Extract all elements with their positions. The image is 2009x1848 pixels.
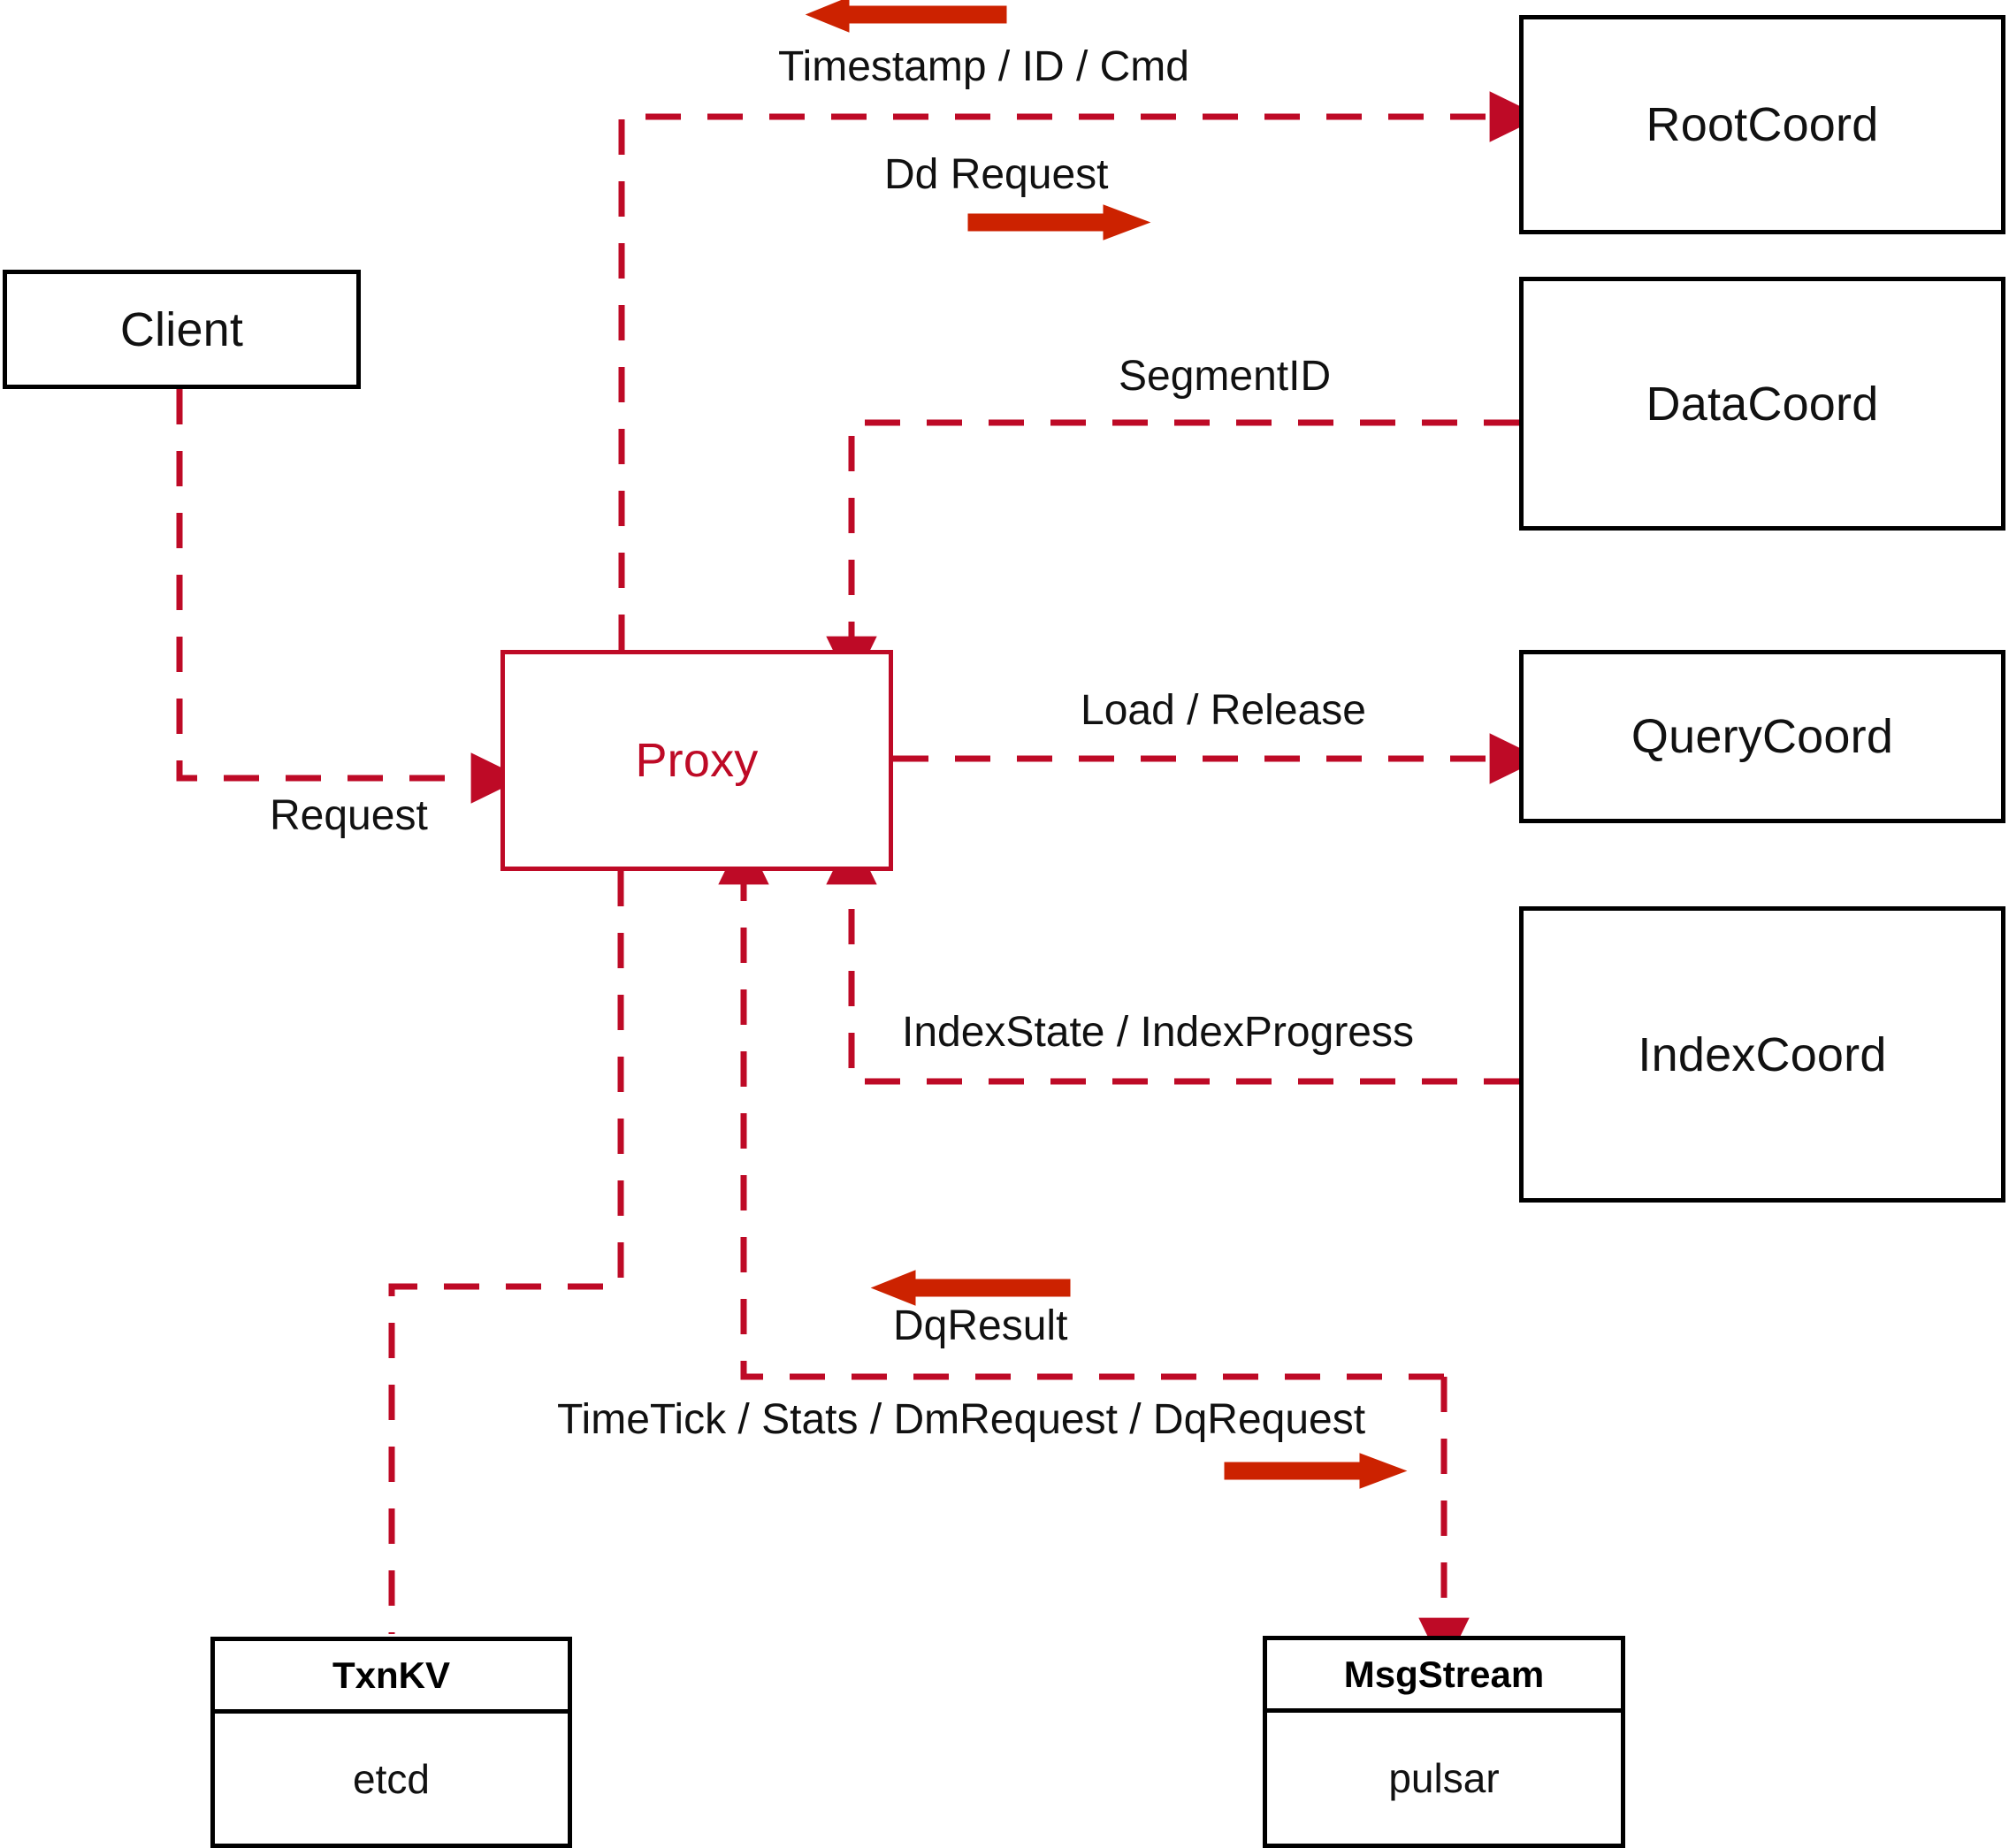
flow-arrow-dmrequest-right bbox=[1224, 1453, 1408, 1489]
node-txnkv-body: etcd bbox=[353, 1755, 430, 1802]
flow-arrow-group bbox=[805, 0, 1408, 1489]
edge-label-timetick-stats-dmrequest-dqrequest: TimeTick / Stats / DmRequest / DqRequest bbox=[557, 1396, 1366, 1443]
node-datacoord[interactable]: DataCoord bbox=[1519, 277, 2005, 531]
edge-indexcoord-to-proxy bbox=[826, 832, 1519, 1085]
edge-proxy-to-rootcoord bbox=[618, 91, 1542, 650]
node-indexcoord[interactable]: IndexCoord bbox=[1519, 906, 2005, 1203]
node-rootcoord[interactable]: RootCoord bbox=[1519, 15, 2005, 234]
edge-label-indexstate-indexprogress: IndexState / IndexProgress bbox=[902, 1009, 1414, 1056]
flow-arrow-dqresult-left bbox=[870, 1270, 1071, 1306]
node-msgstream[interactable]: MsgStream pulsar bbox=[1263, 1636, 1625, 1848]
edge-msgstream-to-proxy bbox=[718, 832, 1444, 1380]
node-txnkv-header: TxnKV bbox=[215, 1641, 568, 1714]
node-querycoord-label: QueryCoord bbox=[1631, 710, 1894, 763]
node-proxy[interactable]: Proxy bbox=[500, 650, 893, 871]
node-indexcoord-label: IndexCoord bbox=[1638, 1027, 1887, 1081]
flow-arrow-dd-request-right bbox=[967, 204, 1151, 241]
edge-label-segmentid: SegmentID bbox=[1119, 353, 1332, 400]
edge-label-request: Request bbox=[270, 792, 428, 839]
node-proxy-label: Proxy bbox=[635, 734, 759, 787]
edge-label-dd-request: Dd Request bbox=[884, 151, 1109, 198]
edge-datacoord-to-proxy bbox=[826, 419, 1519, 689]
edge-client-to-proxy bbox=[176, 389, 523, 804]
node-client-label: Client bbox=[119, 302, 244, 356]
edge-label-timestamp-id-cmd: Timestamp / ID / Cmd bbox=[778, 43, 1189, 90]
node-msgstream-body: pulsar bbox=[1388, 1755, 1500, 1801]
edge-label-load-release: Load / Release bbox=[1081, 687, 1366, 734]
node-datacoord-label: DataCoord bbox=[1646, 377, 1879, 431]
node-client[interactable]: Client bbox=[3, 270, 361, 389]
edge-proxy-to-txnkv bbox=[388, 871, 624, 1634]
node-querycoord[interactable]: QueryCoord bbox=[1519, 650, 2005, 823]
edge-label-dqresult: DqResult bbox=[893, 1302, 1068, 1349]
node-txnkv[interactable]: TxnKV etcd bbox=[210, 1637, 572, 1848]
node-msgstream-header: MsgStream bbox=[1267, 1640, 1621, 1713]
flow-arrow-timestamp-left bbox=[805, 0, 1007, 33]
node-rootcoord-label: RootCoord bbox=[1646, 98, 1879, 151]
